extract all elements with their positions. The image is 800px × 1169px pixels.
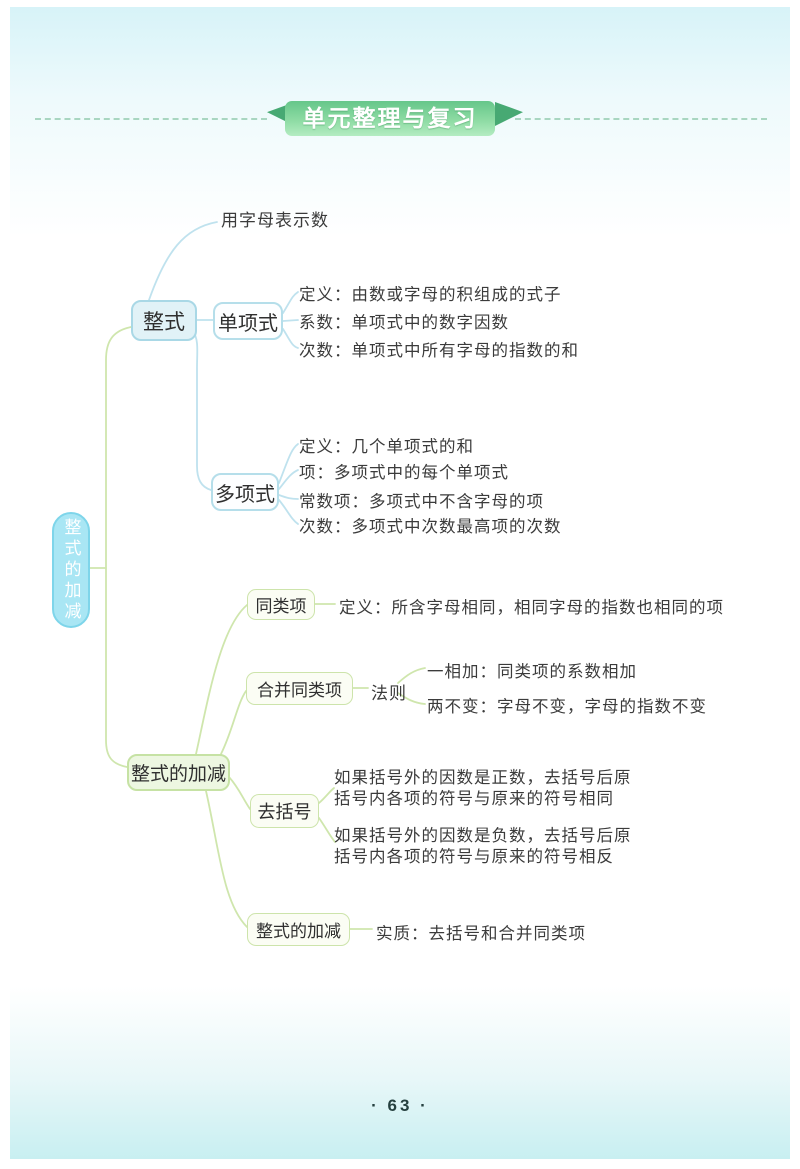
node-remove-brackets: 去括号	[250, 794, 319, 828]
leaf-rule-label: 法则	[371, 684, 407, 703]
leaf-monomial-def: 定义：由数或字母的积组成的式子	[299, 285, 562, 304]
page-number: · 63 ·	[371, 1096, 429, 1115]
book-page: 单元整理与复习 整	[10, 7, 790, 1159]
link-rule-1	[397, 667, 426, 684]
node-combine-like-terms: 合并同类项	[246, 672, 353, 705]
link-integral-polynomial	[192, 330, 212, 491]
leaf-brackets-case-positive: 如果括号外的因数是正数，去括号后原 括号内各项的符号与原来的符号相同	[334, 767, 632, 809]
mindmap-connectors	[88, 221, 426, 930]
root-node: 整式的加减	[52, 512, 90, 628]
link-poly-item-2	[278, 469, 299, 490]
link-poly-item-3	[278, 494, 299, 500]
leaf-brackets-case-negative: 如果括号外的因数是负数，去括号后原 括号内各项的符号与原来的符号相反	[334, 825, 632, 867]
leaf-like-terms-def: 定义：所含字母相同，相同字母的指数也相同的项	[339, 598, 724, 617]
leaf-polynomial-const: 常数项：多项式中不含字母的项	[299, 492, 544, 511]
blue-connectors	[148, 221, 299, 525]
leaf-operation-essence: 实质：去括号和合并同类项	[376, 924, 586, 943]
node-polynomial: 多项式	[211, 473, 279, 511]
link-poly-item-4	[278, 499, 299, 525]
link-to-operation	[205, 790, 248, 928]
dashed-line-right	[515, 118, 767, 120]
leaf-brackets-case-negative-line1: 如果括号外的因数是负数，去括号后原	[334, 826, 632, 845]
link-mono-item-3	[282, 328, 299, 349]
green-connectors	[88, 326, 426, 930]
node-addsub-branch: 整式的加减	[127, 754, 230, 791]
page-title: 单元整理与复习	[285, 101, 495, 136]
link-mono-item-2	[282, 319, 299, 322]
link-poly-item-1	[278, 443, 299, 484]
link-brackets-case-2	[318, 817, 336, 843]
link-to-like-terms	[195, 604, 248, 755]
leaf-rule-add: 一相加：同类项的系数相加	[427, 662, 637, 681]
link-integral-note	[148, 221, 218, 301]
link-mono-item-1	[282, 291, 299, 314]
leaf-polynomial-def: 定义：几个单项式的和	[299, 437, 474, 456]
dashed-line-left	[35, 118, 267, 120]
leaf-monomial-coef: 系数：单项式中的数字因数	[299, 313, 509, 332]
trunk-line	[105, 326, 132, 768]
leaf-letters-note: 用字母表示数	[221, 211, 329, 230]
leaf-rule-unchanged: 两不变：字母不变，字母的指数不变	[427, 697, 707, 716]
leaf-monomial-degree: 次数：单项式中所有字母的指数的和	[299, 341, 579, 360]
link-rule-2	[397, 692, 426, 705]
link-to-remove-brackets	[228, 776, 251, 810]
link-brackets-case-1	[318, 787, 335, 804]
leaf-brackets-case-positive-line1: 如果括号外的因数是正数，去括号后原	[334, 768, 632, 787]
node-like-terms: 同类项	[247, 589, 315, 620]
leaf-polynomial-term: 项：多项式中的每个单项式	[299, 463, 509, 482]
link-to-combine	[220, 690, 247, 755]
node-monomial: 单项式	[213, 302, 283, 340]
leaf-brackets-case-negative-line2: 括号内各项的符号与原来的符号相反	[334, 847, 614, 866]
leaf-polynomial-degree: 次数：多项式中次数最高项的次数	[299, 517, 562, 536]
node-addsub-operation: 整式的加减	[247, 913, 350, 946]
node-integral: 整式	[131, 300, 197, 341]
leaf-brackets-case-positive-line2: 括号内各项的符号与原来的符号相同	[334, 789, 614, 808]
